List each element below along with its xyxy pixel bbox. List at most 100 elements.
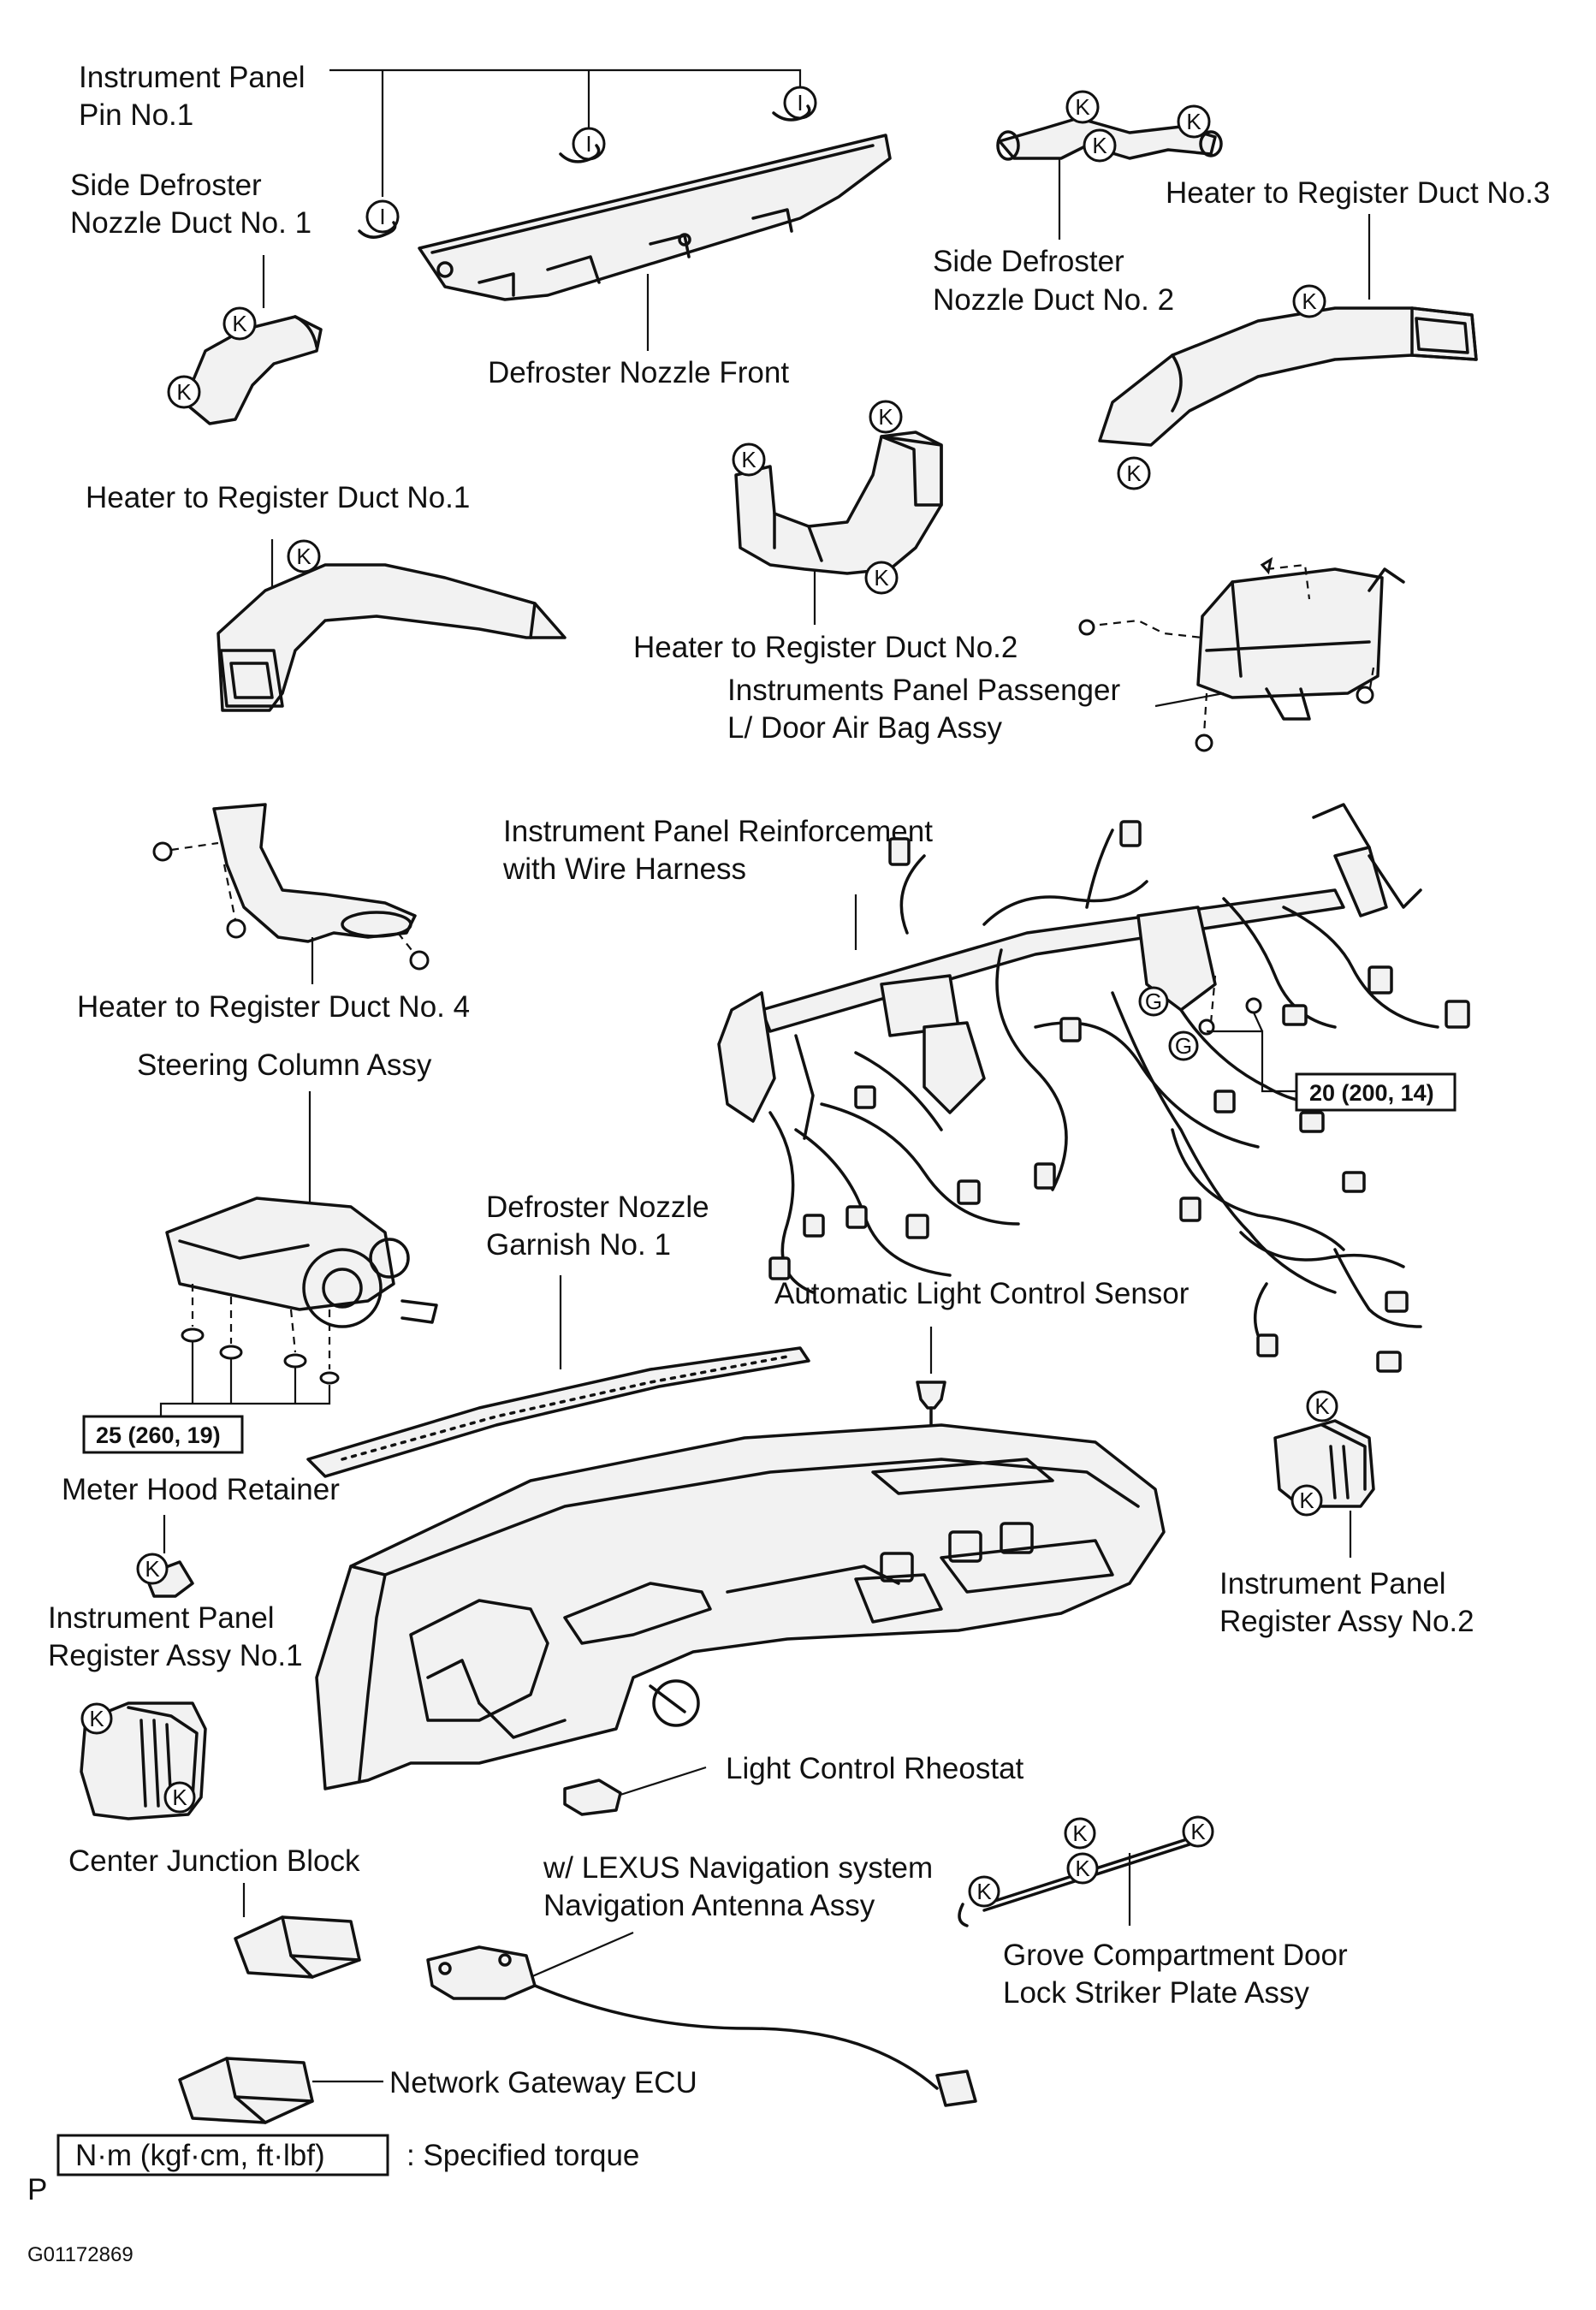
svg-text:L/ Door Air Bag Assy: L/ Door Air Bag Assy (727, 711, 1002, 745)
label-auto-light-sensor: Automatic Light Control Sensor (774, 1277, 1190, 1310)
svg-text:K: K (741, 447, 756, 472)
label-passenger-air-bag: Instruments Panel Passenger L/ Door Air … (727, 674, 1120, 745)
label-network-gateway-ecu: Network Gateway ECU (389, 2066, 697, 2099)
label-heater-register-duct-1: Heater to Register Duct No.1 (86, 481, 470, 514)
svg-text:K: K (89, 1706, 104, 1731)
svg-text:K: K (1314, 1393, 1330, 1419)
svg-text:K: K (1302, 288, 1317, 314)
steering-column-assy (159, 1091, 438, 1416)
label-defroster-nozzle-front: Defroster Nozzle Front (488, 356, 789, 389)
svg-text:Garnish No. 1: Garnish No. 1 (486, 1228, 671, 1262)
svg-text:: Specified torque: : Specified torque (406, 2139, 639, 2172)
svg-text:Side Defroster: Side Defroster (70, 169, 262, 202)
pin-clip-1: I (358, 199, 400, 239)
label-glove-striker-plate: Grove Compartment Door Lock Striker Plat… (1003, 1939, 1348, 2010)
svg-text:K: K (172, 1784, 187, 1810)
svg-text:Lock Striker Plate Assy: Lock Striker Plate Assy (1003, 1976, 1309, 2010)
svg-text:20 (200, 14): 20 (200, 14) (1309, 1080, 1434, 1106)
svg-text:K: K (296, 543, 311, 569)
figure-id: G01172869 (27, 2243, 133, 2266)
svg-text:G: G (1145, 989, 1162, 1014)
center-junction-block (234, 1883, 361, 1979)
svg-text:Instruments Panel Passenger: Instruments Panel Passenger (727, 674, 1120, 707)
svg-text:Nozzle Duct No. 1: Nozzle Duct No. 1 (70, 206, 311, 240)
svg-text:I: I (379, 204, 385, 229)
heater-register-duct-3: K K (1098, 214, 1478, 490)
torque-legend: N·m (kgf·cm, ft·lbf) : Specified torque (56, 2134, 639, 2176)
label-center-junction-block: Center Junction Block (68, 1844, 360, 1878)
heater-register-duct-4 (152, 803, 430, 984)
pin-clip-2: I (559, 127, 606, 163)
label-side-defroster-duct-1: Side Defroster Nozzle Duct No. 1 (70, 169, 311, 240)
side-defroster-duct-1: K K (167, 255, 323, 425)
svg-text:Instrument Panel: Instrument Panel (79, 61, 306, 94)
network-gateway-ecu (178, 2057, 383, 2124)
svg-text:Instrument Panel Reinforcement: Instrument Panel Reinforcement (503, 815, 933, 848)
svg-text:I: I (797, 90, 803, 116)
label-heater-register-duct-4: Heater to Register Duct No. 4 (77, 990, 470, 1024)
svg-text:Register Assy No.2: Register Assy No.2 (1219, 1605, 1474, 1638)
defroster-nozzle-garnish (306, 1275, 810, 1478)
instrument-panel (315, 1423, 1166, 1790)
svg-text:Defroster Nozzle: Defroster Nozzle (486, 1191, 709, 1224)
label-side-defroster-duct-2: Side Defroster Nozzle Duct No. 2 (933, 245, 1174, 317)
svg-text:K: K (1186, 109, 1201, 134)
light-control-rheostat (563, 1766, 707, 1816)
svg-text:K: K (1126, 460, 1142, 486)
pin-clip-3: I (772, 86, 817, 122)
label-defroster-garnish: Defroster Nozzle Garnish No. 1 (486, 1191, 709, 1262)
auto-light-sensor (916, 1327, 946, 1427)
svg-text:K: K (1190, 1819, 1206, 1844)
label-navigation-antenna: w/ LEXUS Navigation system Navigation An… (543, 1851, 933, 1922)
svg-text:I: I (585, 131, 591, 157)
register-assy-1: K K (80, 1701, 207, 1820)
passenger-air-bag (1078, 556, 1405, 752)
svg-text:Navigation Antenna Assy: Navigation Antenna Assy (543, 1889, 875, 1922)
register-assy-2: K K (1273, 1390, 1375, 1558)
glove-striker-plate: K K K K (958, 1815, 1214, 1927)
svg-text:K: K (1075, 1856, 1090, 1881)
label-meter-hood-retainer: Meter Hood Retainer (62, 1473, 340, 1506)
svg-text:G: G (1175, 1033, 1192, 1059)
meter-hood-retainer: K (136, 1515, 194, 1598)
heater-register-duct-1: K (217, 539, 567, 712)
svg-text:with Wire Harness: with Wire Harness (502, 852, 746, 886)
torque-box-reinforcement: 20 (200, 14) (1295, 1072, 1457, 1112)
svg-text:K: K (874, 565, 889, 591)
svg-text:N·m (kgf·cm, ft·lbf): N·m (kgf·cm, ft·lbf) (75, 2139, 325, 2172)
svg-text:Instrument Panel: Instrument Panel (48, 1601, 275, 1635)
torque-box-steering: 25 (260, 19) (82, 1415, 244, 1454)
svg-text:Side Defroster: Side Defroster (933, 245, 1124, 278)
svg-text:K: K (145, 1556, 160, 1582)
label-heater-register-duct-2: Heater to Register Duct No.2 (633, 631, 1018, 664)
svg-text:Pin No.1: Pin No.1 (79, 98, 193, 132)
label-light-control-rheostat: Light Control Rheostat (726, 1752, 1024, 1785)
svg-text:K: K (1075, 94, 1090, 120)
svg-text:w/ LEXUS Navigation system: w/ LEXUS Navigation system (543, 1851, 933, 1885)
svg-text:K: K (878, 404, 893, 430)
heater-register-duct-2: K K K (732, 400, 943, 625)
label-heater-register-duct-3: Heater to Register Duct No.3 (1166, 176, 1550, 210)
navigation-antenna (426, 1931, 977, 2107)
label-register-assy-1: Instrument Panel Register Assy No.1 (48, 1601, 303, 1672)
side-defroster-duct-2: K K K (996, 90, 1223, 240)
label-instrument-panel-pin: Instrument Panel Pin No.1 (79, 61, 306, 132)
svg-text:K: K (176, 379, 192, 405)
corner-mark: P (27, 2173, 47, 2206)
label-steering-column: Steering Column Assy (137, 1048, 432, 1082)
svg-text:Register Assy No.1: Register Assy No.1 (48, 1639, 303, 1672)
svg-text:25 (260, 19): 25 (260, 19) (96, 1422, 221, 1448)
svg-text:K: K (1092, 133, 1107, 158)
svg-text:K: K (1072, 1820, 1088, 1846)
svg-text:K: K (1299, 1488, 1314, 1513)
svg-text:K: K (976, 1879, 992, 1904)
label-register-assy-2: Instrument Panel Register Assy No.2 (1219, 1567, 1474, 1638)
label-ip-reinforcement: Instrument Panel Reinforcement with Wire… (502, 815, 933, 886)
ip-reinforcement: G G (717, 803, 1470, 1373)
defroster-nozzle-front (418, 134, 892, 351)
svg-text:K: K (232, 311, 247, 336)
svg-text:Grove Compartment Door: Grove Compartment Door (1003, 1939, 1348, 1972)
svg-text:Instrument Panel: Instrument Panel (1219, 1567, 1446, 1600)
svg-text:Nozzle Duct No. 2: Nozzle Duct No. 2 (933, 283, 1174, 317)
